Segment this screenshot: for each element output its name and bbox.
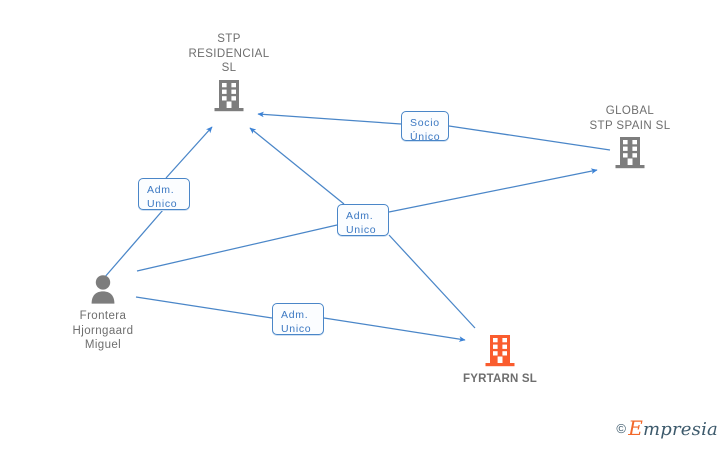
company-building-icon (615, 137, 645, 169)
brand-name: mpresia (643, 419, 718, 440)
person-icon (91, 275, 115, 304)
node-label-stp-residencial: STP RESIDENCIAL SL (188, 33, 270, 74)
edge-admcenter-to-stp (249, 127, 345, 205)
copyright-symbol: © (616, 421, 627, 436)
relation-label-adm-unico-left[interactable]: Adm. Unico (138, 178, 190, 210)
company-building-icon (485, 335, 515, 367)
company-building-icon (214, 79, 244, 111)
edge-socio-unico-b (257, 111, 402, 125)
node-fyrtarn[interactable]: FYRTARN SL (420, 333, 580, 387)
node-label-frontera-hjorngaard-miguel: Frontera Hjorngaard Miguel (72, 310, 134, 351)
relation-label-adm-unico-bottom[interactable]: Adm. Unico (272, 303, 324, 335)
edge-admleft-to-stp (165, 126, 213, 179)
brand-initial: E (628, 416, 644, 440)
node-stp-residencial[interactable]: STP RESIDENCIAL SL (149, 32, 309, 114)
node-global-stp-spain[interactable]: GLOBAL STP SPAIN SL (550, 104, 710, 171)
node-label-fyrtarn: FYRTARN SL (463, 373, 537, 385)
edge-person-to-admleft (103, 209, 164, 279)
relation-label-socio-unico[interactable]: Socio Único (401, 111, 449, 143)
relation-label-adm-unico-center[interactable]: Adm. Unico (337, 204, 389, 236)
edge-admcenter-to-global (388, 168, 598, 213)
edge-person-to-admcenter (136, 224, 338, 272)
node-frontera-hjorngaard-miguel[interactable]: Frontera Hjorngaard Miguel (23, 274, 183, 353)
watermark-empresia: ©Empresia (616, 416, 718, 440)
edge-admcenter-to-fyrtarn (388, 234, 476, 329)
node-label-global-stp-spain: GLOBAL STP SPAIN SL (589, 105, 671, 132)
